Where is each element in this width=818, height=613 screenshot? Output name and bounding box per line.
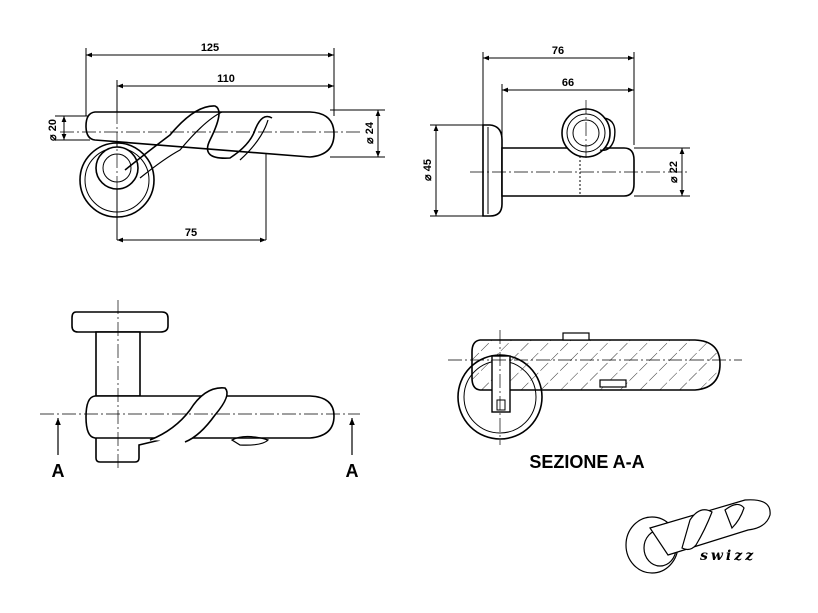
section-marker-left: A [52,461,65,481]
dim-lever-diameter: ⌀ 22 [668,161,680,183]
dim-rose-offset: 75 [185,227,197,239]
dim-projection-lever: 66 [562,77,574,89]
section-view [448,330,742,445]
dim-lever-length: 110 [217,73,235,85]
product-thumbnail [625,499,771,574]
front-view [40,300,360,470]
section-marker-right: A [346,461,359,481]
dim-grip-diameter-left: ⌀ 20 [47,119,59,141]
dim-overall-length: 125 [201,42,219,54]
side-view [430,52,690,217]
dim-projection-total: 76 [552,45,564,57]
dim-rose-diameter: ⌀ 45 [422,159,434,181]
section-title: SEZIONE A-A [529,452,644,472]
brand-name: swizz [700,548,756,564]
top-view [55,48,385,243]
dim-grip-diameter-right: ⌀ 24 [364,121,376,144]
